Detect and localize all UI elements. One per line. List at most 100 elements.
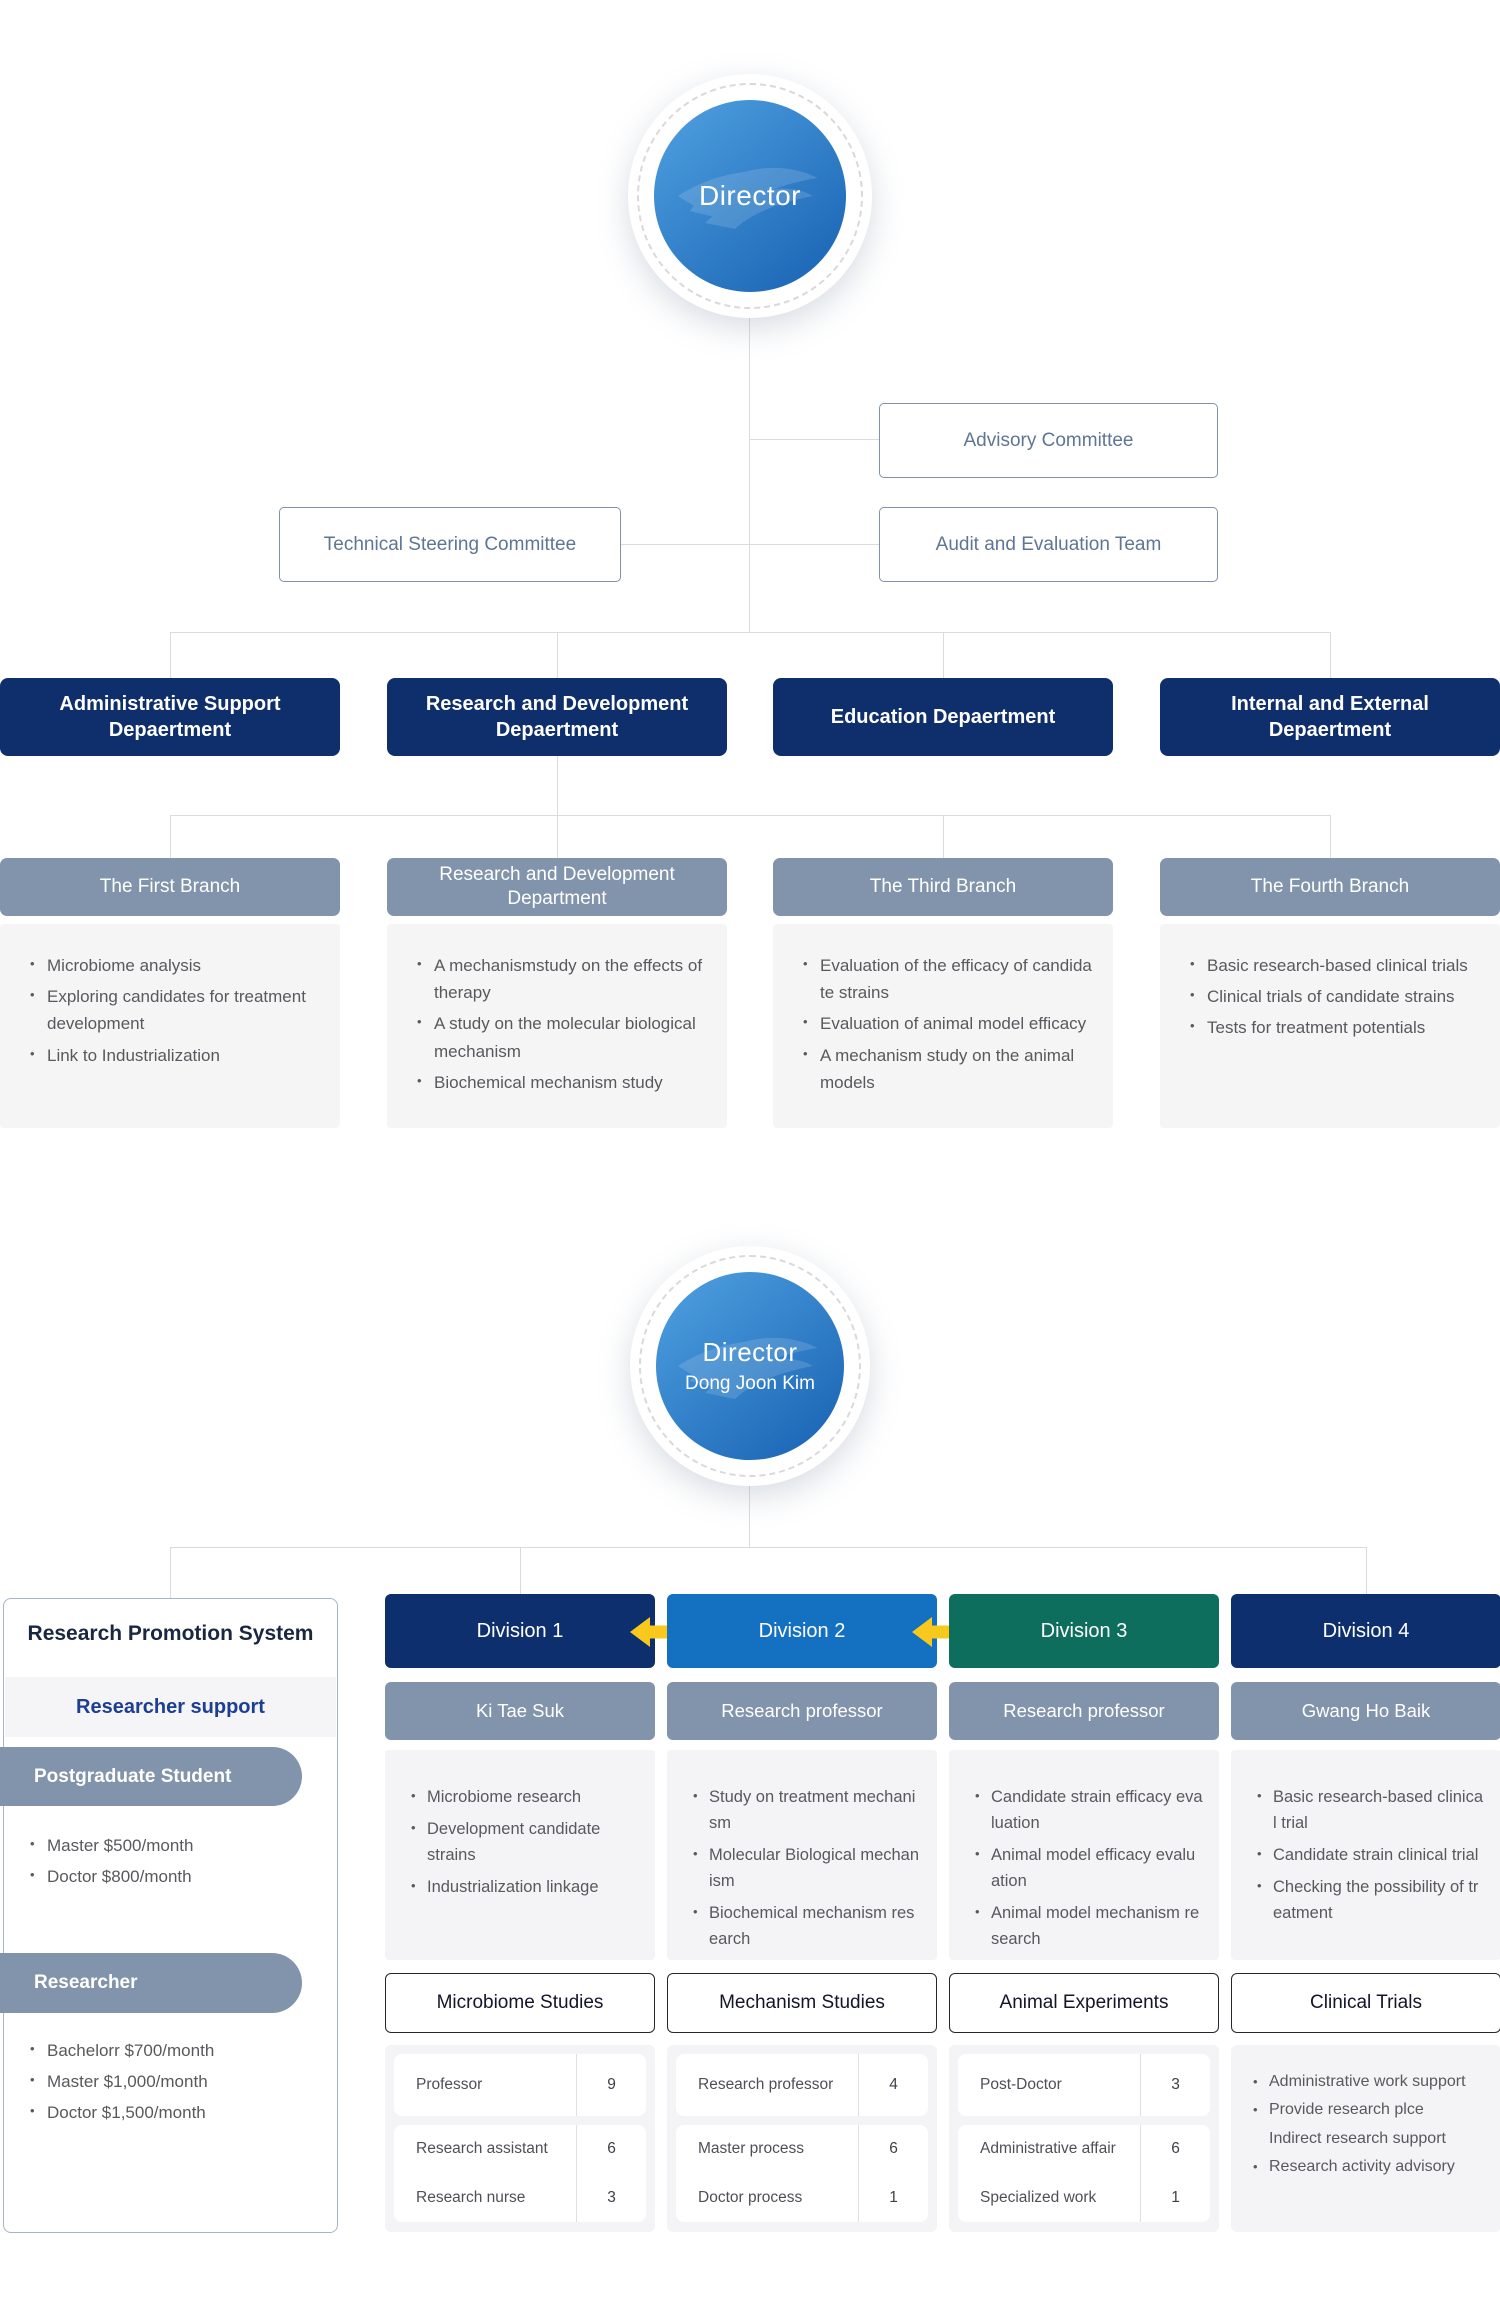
staff-card: Professor 9 [394,2054,646,2116]
division-2-header: Division 2 [667,1594,937,1668]
list-item: A study on the molecular biological mech… [417,1010,707,1064]
connector-line [520,1547,521,1594]
list-item: Clinical trials of candidate strains [1190,983,1480,1010]
staff-role: Research nurse [416,2188,526,2206]
list-item: Doctor $800/month [30,1863,320,1890]
staff-role: Doctor process [698,2188,803,2206]
branch-body-rnd: A mechanismstudy on the effects of thera… [387,924,727,1128]
division-1-head-name: Ki Tae Suk [385,1682,655,1740]
technical-steering-committee-box: Technical Steering Committee [279,507,621,582]
list-item: Exploring candidates for treatment devel… [30,983,320,1037]
technical-steering-committee-label: Technical Steering Committee [323,533,577,555]
staff-count: 4 [858,2054,928,2116]
logo-watermark-icon [678,167,818,229]
audit-evaluation-team-box: Audit and Evaluation Team [879,507,1218,582]
dashed-ring [639,1255,861,1477]
director-node: Director [628,74,872,318]
branch-body-fourth: Basic research-based clinical trials Cli… [1160,924,1500,1128]
department-label: Administrative Support Depaertment [59,693,281,741]
head-name-label: Research professor [721,1700,883,1721]
director-label: Director [702,1337,798,1367]
connector-line [1330,632,1331,678]
connector-line [750,439,879,440]
branch-title: The Fourth Branch [1250,876,1410,898]
division-title: Division 1 [476,1619,564,1642]
researcher-support-band: Researcher support [5,1677,336,1737]
branch-body-first: Microbiome analysis Exploring candidates… [0,924,340,1128]
list-item: Candidate strain clinical trial [1257,1842,1485,1868]
advisory-committee-label: Advisory Committee [963,429,1134,451]
list-item: Molecular Biological mechanism [693,1842,921,1894]
staff-card: Administrative affair 6 Specialized work… [958,2125,1210,2222]
department-label: Internal and External Depaertment [1231,693,1429,741]
list-item: Master $1,000/month [30,2068,320,2095]
study-label: Clinical Trials [1310,1992,1422,2013]
staff-count: 1 [1140,2173,1210,2222]
list-item: Basic research-based clinical trials [1190,952,1480,979]
researcher-support-label: Researcher support [76,1695,265,1718]
list-item: Biochemical mechanism study [417,1069,707,1096]
connector-line [943,815,944,858]
director-node-bottom: Director Dong Joon Kim [630,1246,870,1486]
connector-line [557,632,558,678]
connector-line [619,544,879,545]
department-box-education: Education Depaertment [773,678,1113,756]
department-label: Education Depaertment [830,706,1056,728]
division-1-staff-panel: Professor 9 Research assistant 6 Researc… [385,2045,655,2232]
list-item: Administrative work support [1253,2069,1487,2095]
head-name-label: Gwang Ho Baik [1301,1700,1431,1721]
list-item: Indirect research support [1269,2129,1446,2147]
list-item: Industrialization linkage [411,1874,639,1900]
list-item: Microbiome research [411,1784,639,1810]
list-item: Animal model mechanism research [975,1900,1203,1952]
postgraduate-student-pill: Postgraduate Student [0,1747,302,1806]
connector-line [170,632,1330,633]
study-label: Animal Experiments [999,1992,1169,2013]
dashed-ring [637,83,863,309]
list-item: Research activity advisory [1253,2154,1487,2180]
list-item: Microbiome analysis [30,952,320,979]
division-4-head-name: Gwang Ho Baik [1231,1682,1500,1740]
connector-line [749,1486,750,1547]
list-item: Animal model efficacy evaluation [975,1842,1203,1894]
division-title: Division 4 [1322,1619,1410,1642]
staff-role: Post-Doctor [980,2076,1062,2093]
director-label: Director [698,180,801,211]
head-name-label: Research professor [1003,1700,1165,1721]
list-item: Master $500/month [30,1832,320,1859]
division-2-head-name: Research professor [667,1682,937,1740]
staff-count: 1 [858,2173,928,2222]
list-item: Development candidate strains [411,1816,639,1868]
division-1-study-box: Microbiome Studies [385,1973,655,2033]
department-box-administrative: Administrative Support Depaertment [0,678,340,756]
research-promotion-title: Research Promotion System [27,1622,314,1645]
division-1-tasks: Microbiome research Development candidat… [385,1750,655,1960]
audit-evaluation-team-label: Audit and Evaluation Team [935,533,1162,555]
division-4-notes-panel: Administrative work support Provide rese… [1231,2045,1500,2232]
advisory-committee-box: Advisory Committee [879,403,1218,478]
branch-header-fourth: The Fourth Branch [1160,858,1500,916]
division-3-header: Division 3 [949,1594,1219,1668]
connector-line [1366,1547,1367,1594]
connector-line [1330,815,1331,858]
staff-role: Research assistant [416,2140,548,2158]
branch-header-first: The First Branch [0,858,340,916]
branch-title: The First Branch [99,876,241,898]
study-label: Microbiome Studies [436,1992,604,2013]
division-3-head-name: Research professor [949,1682,1219,1740]
division-3-study-box: Animal Experiments [949,1973,1219,2033]
branch-title: The Third Branch [869,876,1017,898]
list-item: Evaluation of animal model efficacy [803,1010,1093,1037]
list-item: Biochemical mechanism research [693,1900,921,1952]
staff-role: Professor [416,2076,483,2093]
division-1-header: Division 1 [385,1594,655,1668]
connector-line [749,318,750,632]
staff-count: 6 [858,2125,928,2174]
list-item: Link to Industrialization [30,1042,320,1069]
staff-card: Master process 6 Doctor process 1 [676,2125,928,2222]
staff-role: Administrative affair [980,2140,1116,2158]
list-item: Basic research-based clinical trial [1257,1784,1485,1836]
staff-role: Specialized work [980,2188,1097,2206]
head-name-label: Ki Tae Suk [475,1700,565,1721]
pill-label: Postgraduate Student [34,1765,232,1787]
